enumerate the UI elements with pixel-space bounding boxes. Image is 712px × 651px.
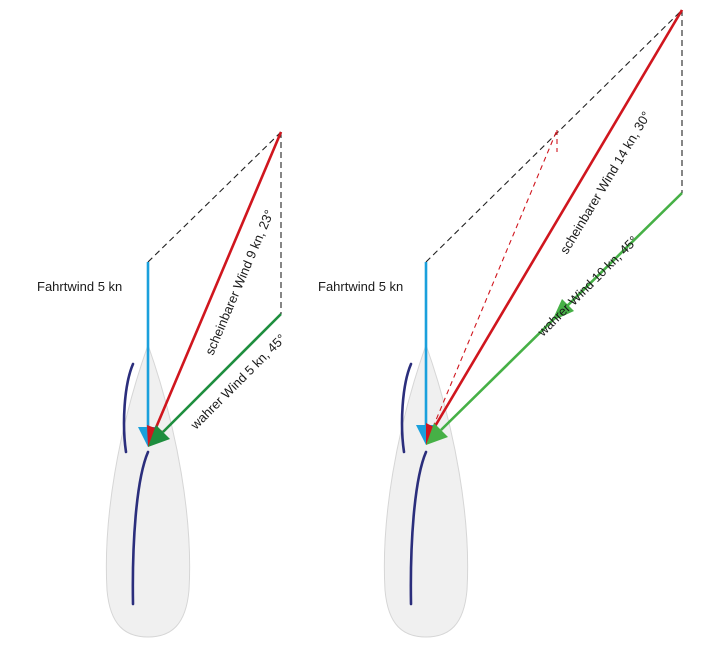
right-apparent-wind-arrow	[432, 9, 684, 429]
right-true-wind-arrowhead	[426, 423, 448, 445]
left-true-wind-label: wahrer Wind 5 kn, 45°	[187, 331, 289, 433]
left-dashed-top	[147, 131, 282, 263]
right-diagram: Fahrtwind 5 kn scheinbarer Wind 14 kn, 3…	[318, 9, 684, 638]
left-boat-hull	[105, 343, 191, 638]
left-true-wind-arrow	[162, 313, 282, 433]
right-true-wind-mid-arrowhead	[552, 299, 574, 321]
right-boat-wind-label: Fahrtwind 5 kn	[318, 279, 403, 294]
left-boat-wind-label: Fahrtwind 5 kn	[37, 279, 122, 294]
right-headsail	[400, 362, 413, 454]
right-boat-hull	[383, 343, 469, 638]
left-mainsail	[131, 450, 150, 606]
left-apparent-wind-arrow	[153, 131, 283, 431]
left-headsail	[122, 362, 135, 454]
left-true-wind-arrowhead	[148, 425, 170, 447]
right-half-true-wind-dashed	[425, 129, 558, 445]
left-diagram: Fahrtwind 5 kn scheinbarer Wind 9 kn, 23…	[37, 131, 289, 638]
right-true-wind-label: wahrer Wind 10 kn, 45°	[534, 233, 641, 340]
right-mainsail	[409, 450, 428, 606]
